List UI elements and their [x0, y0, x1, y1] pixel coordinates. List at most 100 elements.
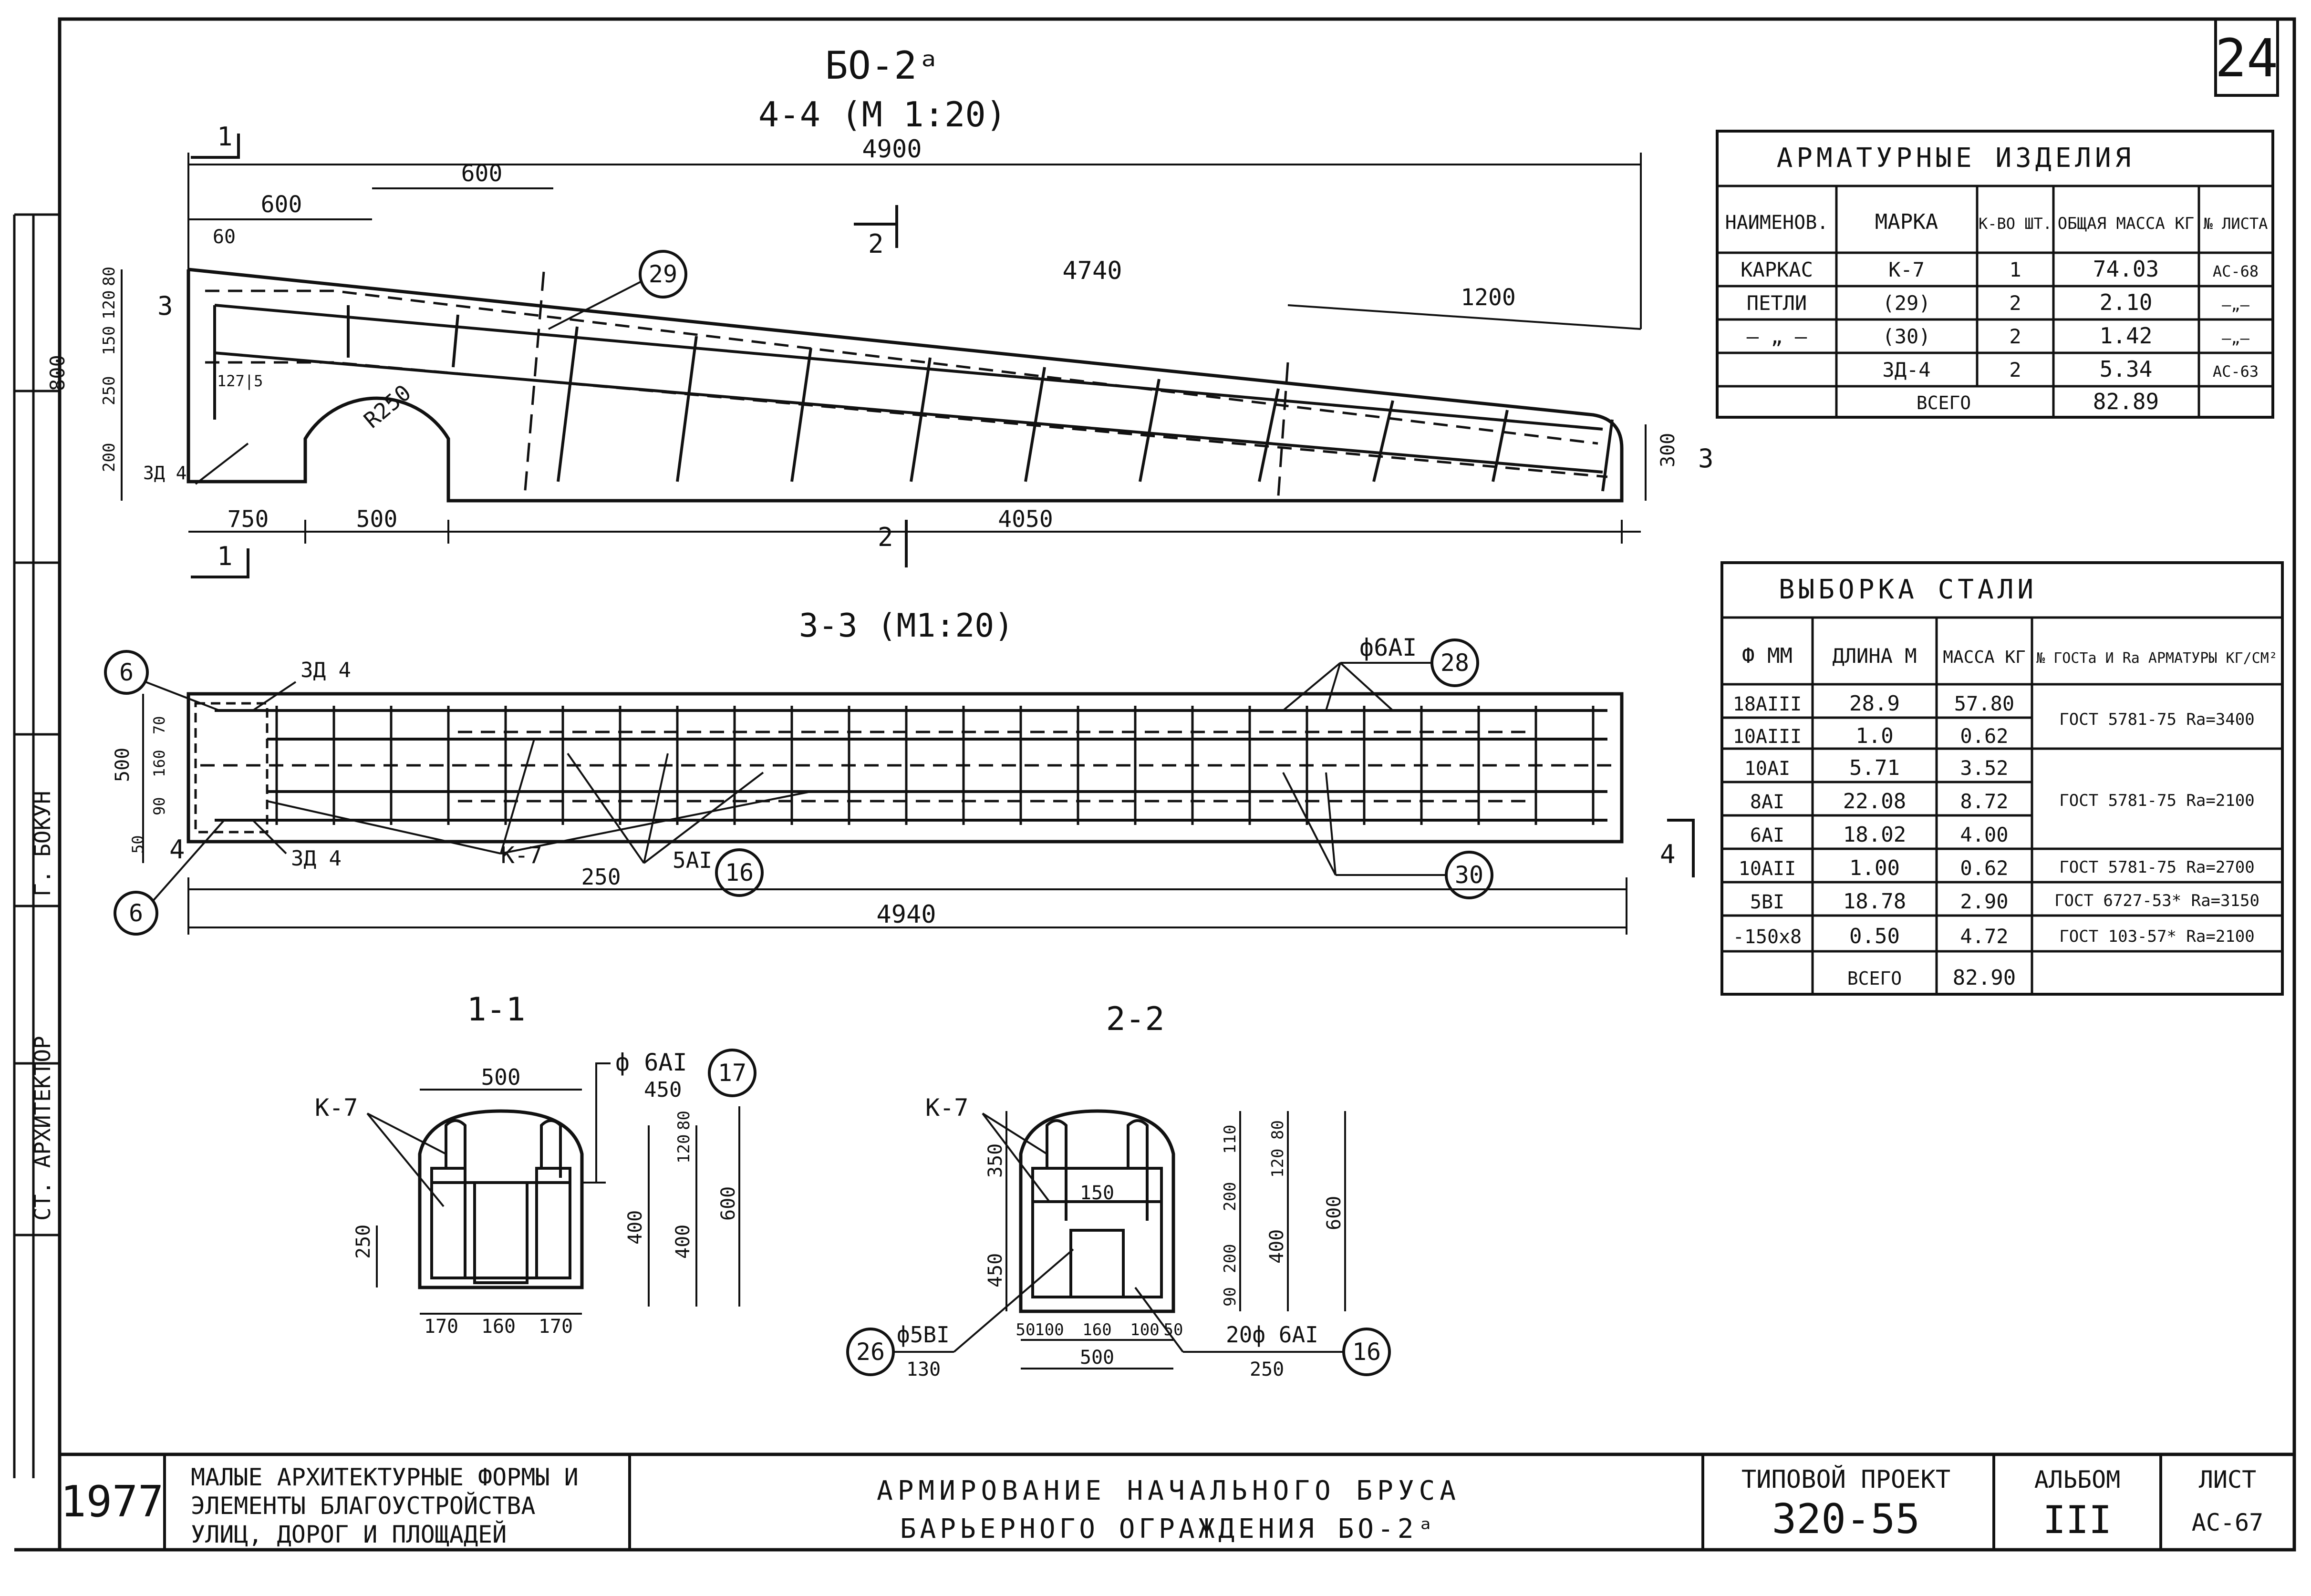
drawing-heading: БО-2ᵃ	[825, 43, 940, 88]
svg-text:К-7: К-7	[1888, 258, 1925, 281]
section-2-2-outline	[1019, 1109, 1175, 1313]
svg-text:22.08: 22.08	[1843, 789, 1906, 813]
rebar-label-1-1: ф 6АI	[615, 1049, 687, 1076]
dim-160-2-2: 160	[1082, 1320, 1111, 1339]
section-2-2: 2-2 К-7 350 450 150 50 100 160 100 50 50…	[846, 1000, 1391, 1380]
svg-text:3.52: 3.52	[1960, 756, 2008, 780]
callout-30: 30	[1282, 772, 1493, 899]
steel-gost-3: ГОСТ 6727-53* Rа=3150	[2054, 891, 2259, 910]
svg-text:4.72: 4.72	[1960, 925, 2008, 948]
dim-250: 250	[100, 376, 119, 405]
dim-50-a: 50	[1016, 1320, 1036, 1339]
steel-gost-4: ГОСТ 103-57* Rа=2100	[2059, 927, 2254, 946]
svg-text:16: 16	[1352, 1338, 1381, 1366]
stamp-title-line-1: АРМИРОВАНИЕ НАЧАЛЬНОГО БРУСА	[877, 1475, 1461, 1506]
products-title: АРМАТУРНЫЕ ИЗДЕЛИЯ	[1777, 143, 2135, 174]
rebar26-len: 130	[906, 1359, 941, 1380]
svg-text:2.10: 2.10	[2100, 289, 2153, 315]
dim-250-1-1: 250	[352, 1225, 374, 1259]
dim-200-b-2-2: 200	[1221, 1244, 1240, 1273]
dim-slope: 4740	[1062, 257, 1122, 285]
svg-text:5.34: 5.34	[2100, 356, 2153, 382]
svg-text:1: 1	[2009, 258, 2021, 281]
callout-16-3-3: 16	[567, 752, 764, 897]
svg-text:2: 2	[2009, 325, 2021, 348]
svg-text:Ф ММ: Ф ММ	[1742, 644, 1793, 668]
products-row-1: ПЕТЛИ (29) 2 2.10 —„—	[1747, 289, 2250, 315]
svg-text:АС-68: АС-68	[2213, 262, 2259, 280]
radius-label: R250	[359, 380, 416, 433]
dim-600-b: 600	[461, 160, 503, 187]
stamp-year: 1977	[61, 1477, 164, 1527]
dim-300: 300	[1657, 433, 1679, 467]
rebar16-len-2-2: 250	[1250, 1359, 1284, 1380]
callout-6-bottom: 6	[114, 819, 225, 936]
svg-text:8АI: 8АI	[1750, 791, 1784, 813]
dim-400-b: 400	[672, 1225, 694, 1259]
svg-text:2: 2	[2009, 291, 2021, 315]
dim-800: 800	[46, 355, 69, 391]
section-3-3-title: 3-3 (М1:20)	[799, 607, 1014, 645]
dim-600-a: 600	[261, 191, 302, 218]
dim-750: 750	[228, 506, 269, 533]
k7-label-1-1: К-7	[315, 1094, 358, 1122]
side-architect-label: СТ. АРХИТЕКТОР	[30, 1036, 55, 1221]
dim-60: 60	[213, 226, 236, 248]
svg-text:ПЕТЛИ: ПЕТЛИ	[1747, 291, 1807, 315]
steel-gost-0: ГОСТ 5781-75 Rа=3400	[2059, 710, 2254, 729]
steel-title: ВЫБОРКА СТАЛИ	[1779, 574, 2037, 605]
steel-total-label: ВСЕГО	[1847, 968, 1902, 989]
callout-16-2-2: 16	[1134, 1287, 1391, 1376]
stamp-project-line-2: ЭЛЕМЕНТЫ БЛАГОУСТРОЙСТВА	[191, 1492, 535, 1520]
stamp-title-line-2: БАРЬЕРНОГО ОГРАЖДЕНИЯ БО-2ᵃ	[900, 1514, 1437, 1545]
svg-text:1.00: 1.00	[1849, 856, 1900, 880]
dim-120: 120	[100, 290, 119, 319]
dim-50-3-3: 50	[129, 835, 147, 854]
dim-170-b: 170	[539, 1316, 573, 1338]
svg-text:30: 30	[1455, 861, 1483, 889]
callout-26: 26	[846, 1248, 1074, 1376]
side-name-label: Г. БОКУН	[30, 791, 55, 896]
steel-gost-1: ГОСТ 5781-75 Rа=2100	[2059, 791, 2254, 810]
svg-text:10АIII: 10АIII	[1733, 726, 1802, 748]
cut-2-top: 2	[868, 229, 884, 259]
svg-text:5ВI: 5ВI	[1750, 891, 1784, 913]
svg-text:2.90: 2.90	[1960, 890, 2008, 913]
section-4-4: БО-2ᵃ 4-4 (М 1:20)	[46, 43, 1714, 578]
svg-text:0.62: 0.62	[1960, 724, 2008, 748]
products-row-2: — „ — (30) 2 1.42 —„—	[1747, 323, 2250, 349]
dim-160-1-1: 160	[481, 1316, 516, 1338]
svg-text:1.0: 1.0	[1855, 724, 1893, 748]
svg-text:8.72: 8.72	[1960, 790, 2008, 813]
cut-1-top: 1	[217, 122, 233, 152]
dim-100-a: 100	[1035, 1320, 1064, 1339]
steel-row-2: 10АI 5.71 3.52	[1744, 756, 2009, 780]
svg-text:К-ВО ШТ.: К-ВО ШТ.	[1979, 215, 2052, 233]
section-1-1-title: 1-1	[467, 991, 526, 1029]
dim-4050: 4050	[998, 506, 1053, 533]
beam-outline-4-4	[187, 268, 1624, 503]
dim-600-2-2: 600	[1323, 1196, 1345, 1230]
callout-28: 28	[1282, 638, 1479, 711]
svg-text:— „ —: — „ —	[1747, 325, 1807, 348]
dim-600-1-1: 600	[717, 1186, 739, 1221]
stamp-album-value: III	[2043, 1498, 2112, 1542]
dim-500-3-3: 500	[112, 748, 134, 782]
dim-200: 200	[100, 443, 119, 472]
dim-80: 80	[100, 267, 119, 286]
steel-total-value: 82.90	[1953, 966, 2016, 990]
svg-text:—„—: —„—	[2222, 296, 2250, 314]
title-block: 1977 МАЛЫЕ АРХИТЕКТУРНЫЕ ФОРМЫ И ЭЛЕМЕНТ…	[61, 1454, 2263, 1550]
cut-1-bottom: 1	[217, 541, 233, 571]
svg-text:КАРКАС: КАРКАС	[1741, 258, 1813, 281]
svg-text:ОБЩАЯ МАССА КГ: ОБЩАЯ МАССА КГ	[2058, 214, 2195, 233]
svg-text:6: 6	[129, 899, 143, 927]
dim-1200: 1200	[1461, 284, 1516, 311]
dim-100-b: 100	[1130, 1320, 1159, 1339]
top-rebar-label: ф6АI	[1359, 634, 1417, 661]
svg-text:АС-63: АС-63	[2213, 362, 2259, 381]
rebar-len-1-1: 450	[644, 1078, 682, 1102]
embed-bottom-3-3: ЗД 4	[291, 846, 342, 871]
embed-label-4-4: ЗД 4	[143, 463, 187, 484]
svg-text:18.78: 18.78	[1843, 889, 1906, 914]
